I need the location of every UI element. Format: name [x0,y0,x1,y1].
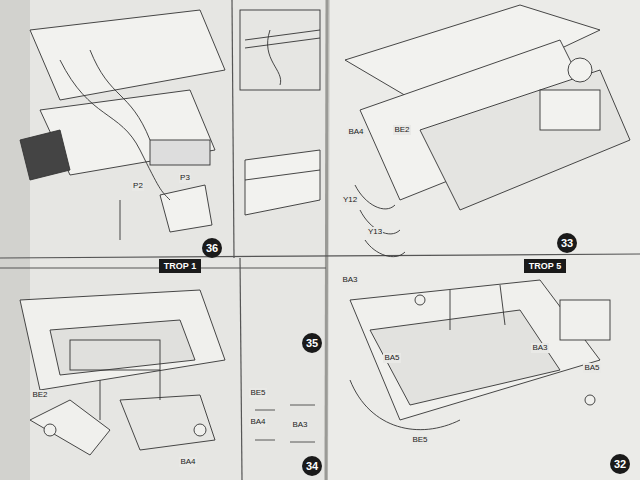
right-page [328,0,640,480]
step-number: 34 [302,456,322,476]
part-code: P3 [179,173,191,183]
node-text: 34 [306,460,318,472]
part-code: BA4 [179,457,196,467]
part-code: BE2 [393,125,410,135]
shadow [0,0,30,480]
part-code: BA4 [249,417,266,427]
step-number: 32 [610,454,630,474]
page-gutter [326,0,327,480]
node-text: 32 [614,458,626,470]
frame-drawing [350,280,610,430]
part-code: BA3 [291,420,308,430]
unit-drawing [20,10,225,240]
step-number: 35 [302,333,322,353]
part-code: BE5 [411,435,428,445]
node-text: TROP 1 [164,261,196,271]
part-code: BA3 [341,275,358,285]
part-code: BA4 [347,127,364,137]
part-code: BA3 [531,343,548,353]
part-code: Y13 [367,227,383,237]
part-code: BE5 [249,388,266,398]
part-tree-tag: TROP 1 [159,259,201,273]
node-text: 35 [306,337,318,349]
part-code: Y12 [342,195,358,205]
part-code: BA5 [583,363,600,373]
part-code: BA5 [383,353,400,363]
step-number: 33 [557,233,577,253]
node-text: TROP 5 [529,261,561,271]
part-tree-tag: TROP 5 [524,259,566,273]
part-code: BE2 [31,390,48,400]
body-drawing [345,5,630,257]
node-text: 33 [561,237,573,249]
step-number: 36 [202,238,222,258]
chassis-drawing [20,290,225,455]
cable-clip [240,10,320,215]
part-code: P2 [132,181,144,191]
node-text: 36 [206,242,218,254]
left-page [0,0,328,480]
